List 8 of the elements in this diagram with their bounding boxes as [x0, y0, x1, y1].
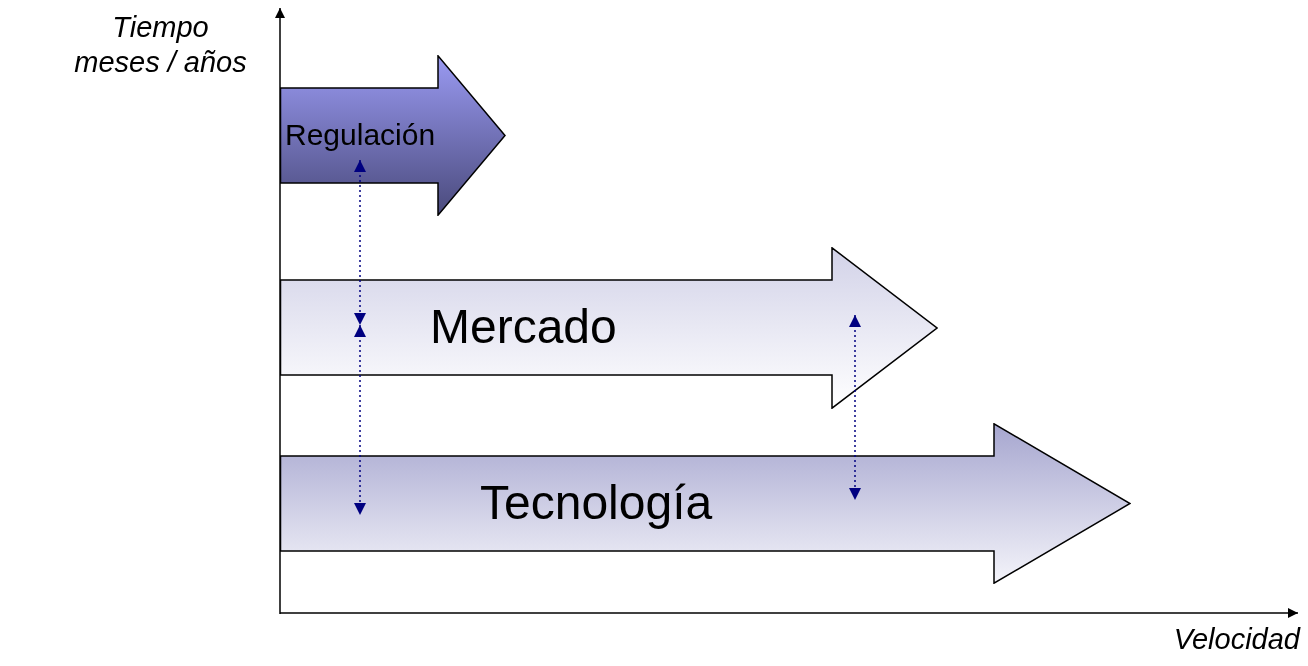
double-arrow	[354, 324, 366, 516]
double-arrow	[354, 159, 366, 326]
arrow-label: Regulación	[285, 117, 436, 152]
axis-label: Velocidad	[1173, 622, 1300, 657]
arrow-label: Mercado	[430, 298, 617, 354]
axis-label: Tiempo meses / años	[73, 10, 248, 80]
arrow-label: Tecnología	[480, 474, 713, 530]
double-arrow	[849, 314, 861, 501]
